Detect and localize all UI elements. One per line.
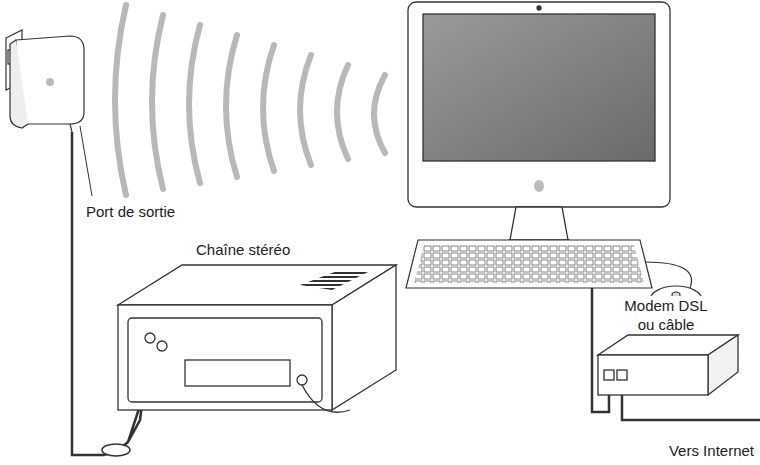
internet-label: Vers Internet — [667, 441, 756, 460]
modem-label: Modem DSL ou câble — [616, 296, 716, 334]
port-label: Port de sortie — [84, 202, 177, 221]
wave-arc — [263, 45, 274, 171]
audio-cable — [72, 132, 104, 455]
modem — [598, 335, 738, 395]
stereo — [118, 265, 396, 412]
wave-arc — [337, 65, 348, 159]
wave-arc — [152, 15, 163, 189]
wave-arc — [374, 75, 385, 153]
airport-express — [6, 30, 92, 196]
wave-arc — [189, 25, 200, 183]
imac — [408, 2, 670, 243]
wave-arc — [115, 5, 126, 195]
stereo-label: Chaîne stéréo — [194, 240, 292, 259]
wave-arc — [300, 55, 311, 165]
wireless-waves — [115, 5, 422, 195]
wave-arc — [226, 35, 237, 177]
